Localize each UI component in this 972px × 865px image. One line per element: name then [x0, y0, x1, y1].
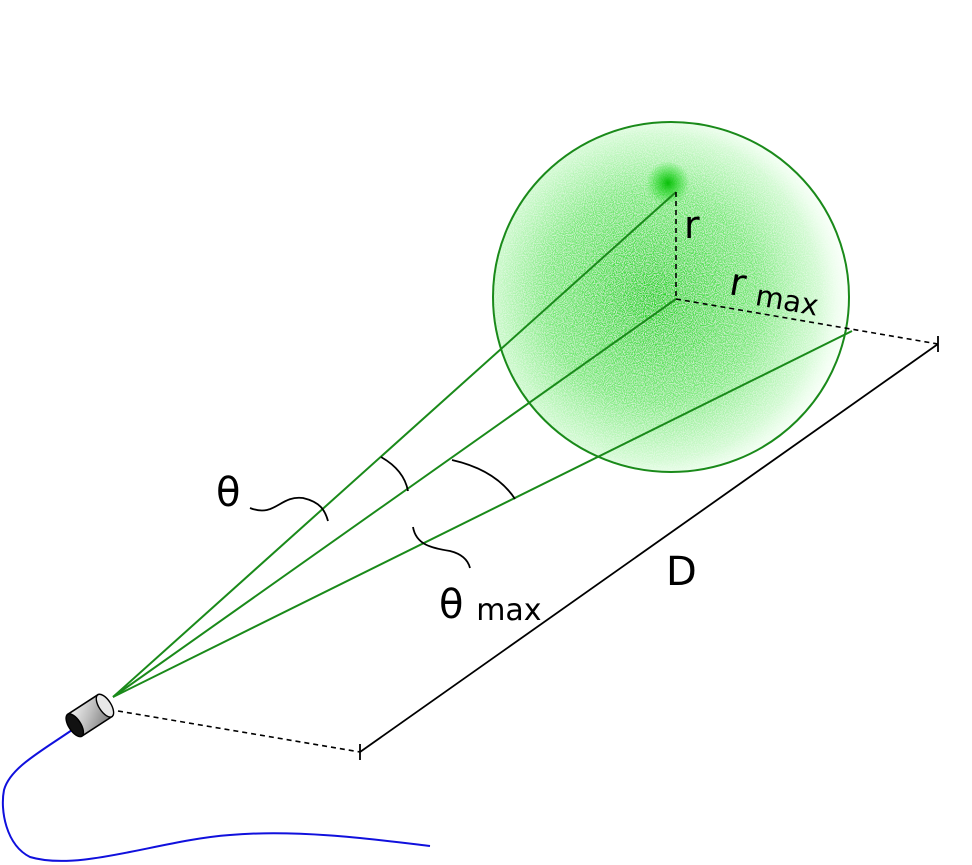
- fiber-tip-face: [95, 693, 115, 718]
- fiber-tip: [65, 693, 115, 738]
- theta-arc: [380, 456, 409, 492]
- ray-to-r: [112, 191, 677, 698]
- spot-hotspot: [646, 161, 690, 205]
- ray-center: [112, 298, 677, 698]
- spot-outline: [492, 121, 850, 473]
- distance-label: D: [666, 549, 697, 595]
- beam-rays: [112, 191, 853, 698]
- light-spot: [492, 121, 850, 473]
- angle-markers: [249, 456, 516, 569]
- theta-max-leader: [412, 526, 471, 569]
- fiber-tip-rear: [65, 713, 85, 738]
- r-label: r: [684, 203, 700, 247]
- distance-line: [359, 343, 939, 753]
- base-dashed-line: [117, 710, 361, 753]
- theta-max-label: θ max: [439, 582, 542, 628]
- theta-max-arc: [451, 459, 516, 500]
- distance-dimension: [359, 336, 939, 760]
- radius-lines: [117, 192, 939, 753]
- theta-label: θ: [216, 470, 240, 516]
- theta-leader: [249, 496, 329, 522]
- theta-max-symbol: θ: [439, 582, 463, 628]
- spot-fill: [493, 122, 849, 472]
- fiber-cable: [1, 729, 431, 862]
- ray-to-rmax: [112, 330, 853, 698]
- theta-max-subscript: max: [476, 593, 541, 628]
